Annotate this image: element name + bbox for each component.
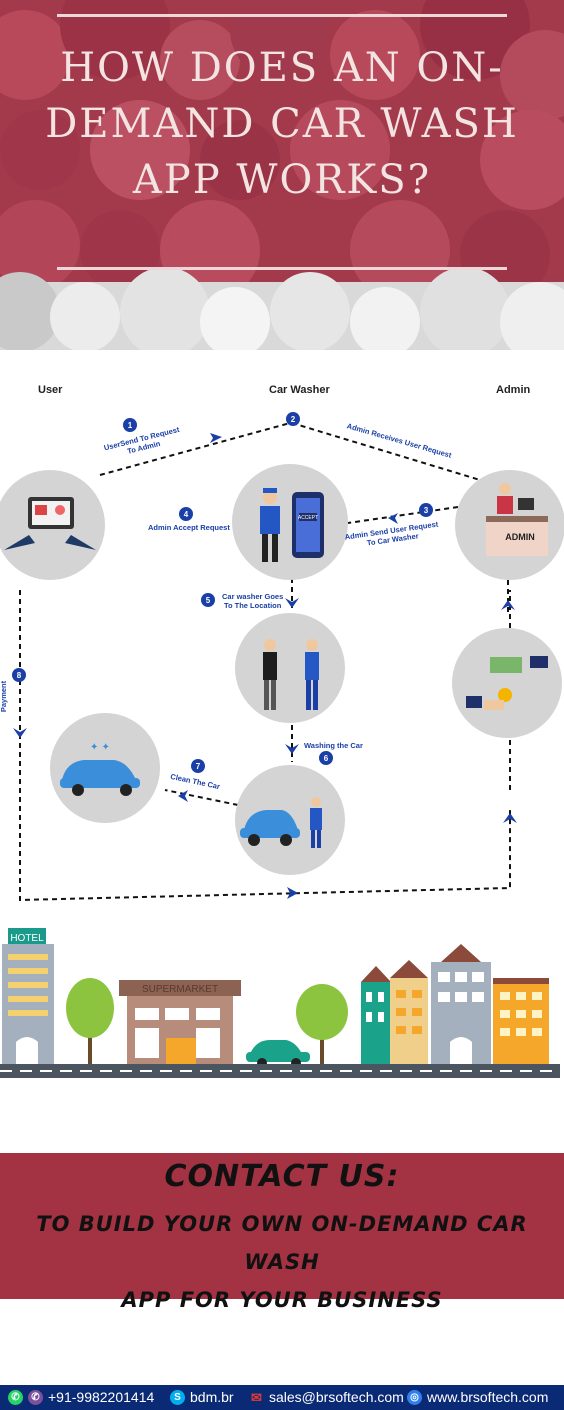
road <box>0 1064 560 1078</box>
hero-background <box>0 0 564 300</box>
footer-skype-text: bdm.br <box>190 1389 234 1405</box>
step-4-number: 4 <box>184 510 189 519</box>
teal-building <box>361 966 391 1064</box>
step-6-label: Washing the Car <box>304 741 363 750</box>
step-5-number: 5 <box>206 596 211 605</box>
supermarket-sign: SUPERMARKET <box>142 984 218 995</box>
green-car <box>246 1040 310 1068</box>
washing-car-illustration <box>235 765 345 875</box>
footer-email[interactable]: ✉ sales@brsoftech.com <box>249 1389 404 1405</box>
step-2-number: 2 <box>291 415 296 424</box>
payment-illustration <box>452 628 562 738</box>
handshake-illustration <box>235 613 345 723</box>
hero-bottom-rule <box>57 267 507 270</box>
mail-icon: ✉ <box>251 1389 262 1405</box>
contact-heading: CONTACT US: <box>164 1159 400 1194</box>
grey-building <box>431 944 491 1064</box>
step-7-number: 7 <box>196 762 201 771</box>
step-8-label: Payment <box>0 680 9 713</box>
hero-title-line-1: HOW DOES AN ON- <box>60 45 504 91</box>
skype-icon: S <box>170 1389 185 1405</box>
hotel-sign: HOTEL <box>10 933 44 944</box>
svg-text:✦ ✦: ✦ ✦ <box>90 742 110 753</box>
step-8-number: 8 <box>17 671 22 680</box>
footer-phone-text: +91-9982201414 <box>48 1389 155 1405</box>
step-1-number: 1 <box>128 421 133 430</box>
accept-screen-label: ACCEPT <box>298 515 318 521</box>
tree-2 <box>296 984 348 1064</box>
column-header-car-washer: Car Washer <box>269 384 330 396</box>
contact-line-1: TO BUILD YOUR OWN ON-DEMAND CAR WASH <box>36 1212 528 1274</box>
contact-banner: CONTACT US: TO BUILD YOUR OWN ON-DEMAND … <box>0 1153 564 1312</box>
step-5-label: Car washer Goes To The Location <box>222 592 284 610</box>
orange-building <box>493 978 549 1064</box>
hero-title-line-2: DEMAND CAR WASH <box>45 101 519 147</box>
viber-icon: ✆ <box>28 1389 43 1405</box>
footer-email-text: sales@brsoftech.com <box>269 1389 404 1405</box>
admin-desk-label: ADMIN <box>505 532 535 542</box>
footer-phone[interactable]: ✆ ✆ +91-9982201414 <box>8 1389 154 1405</box>
footer-website[interactable]: ◎ www.brsoftech.com <box>407 1389 548 1405</box>
contact-line-2: APP FOR YOUR BUSINESS <box>121 1288 443 1312</box>
workflow-diagram: User Car Washer Admin <box>0 350 564 920</box>
hero-banner: HOW DOES AN ON- DEMAND CAR WASH APP WORK… <box>0 0 564 350</box>
step-3-number: 3 <box>424 506 429 515</box>
footer-bar: ✆ ✆ +91-9982201414 S bdm.br ✉ sales@brso… <box>0 1385 564 1410</box>
column-header-admin: Admin <box>496 384 531 396</box>
globe-icon: ◎ <box>407 1389 422 1405</box>
hero-bubbles-white <box>0 267 564 350</box>
hero-top-rule <box>57 14 507 17</box>
user-tablet-illustration <box>0 470 105 580</box>
flow-connectors: ACCEPT ADMIN <box>0 412 564 902</box>
supermarket-building: SUPERMARKET <box>119 980 241 1064</box>
car-washer-accept-illustration: ACCEPT <box>232 464 348 580</box>
column-header-user: User <box>38 384 63 396</box>
footer-website-text: www.brsoftech.com <box>427 1389 549 1405</box>
admin-desk-illustration: ADMIN <box>455 470 564 580</box>
step-6-number: 6 <box>324 754 329 763</box>
clean-car-illustration: ✦ ✦ <box>50 713 160 823</box>
contact-subtext: TO BUILD YOUR OWN ON-DEMAND CAR WASH APP… <box>0 1205 564 1319</box>
tan-building <box>390 960 428 1064</box>
step-4-label: Admin Accept Request <box>148 523 230 532</box>
hero-title: HOW DOES AN ON- DEMAND CAR WASH APP WORK… <box>20 40 544 208</box>
footer-skype[interactable]: S bdm.br <box>170 1389 234 1405</box>
city-illustration: HOTEL SUPERMARKET <box>0 920 564 1080</box>
hero-title-line-3: APP WORKS? <box>132 157 432 203</box>
tree-1 <box>66 978 114 1064</box>
whatsapp-icon: ✆ <box>8 1389 23 1405</box>
hotel-building: HOTEL <box>2 928 54 1064</box>
